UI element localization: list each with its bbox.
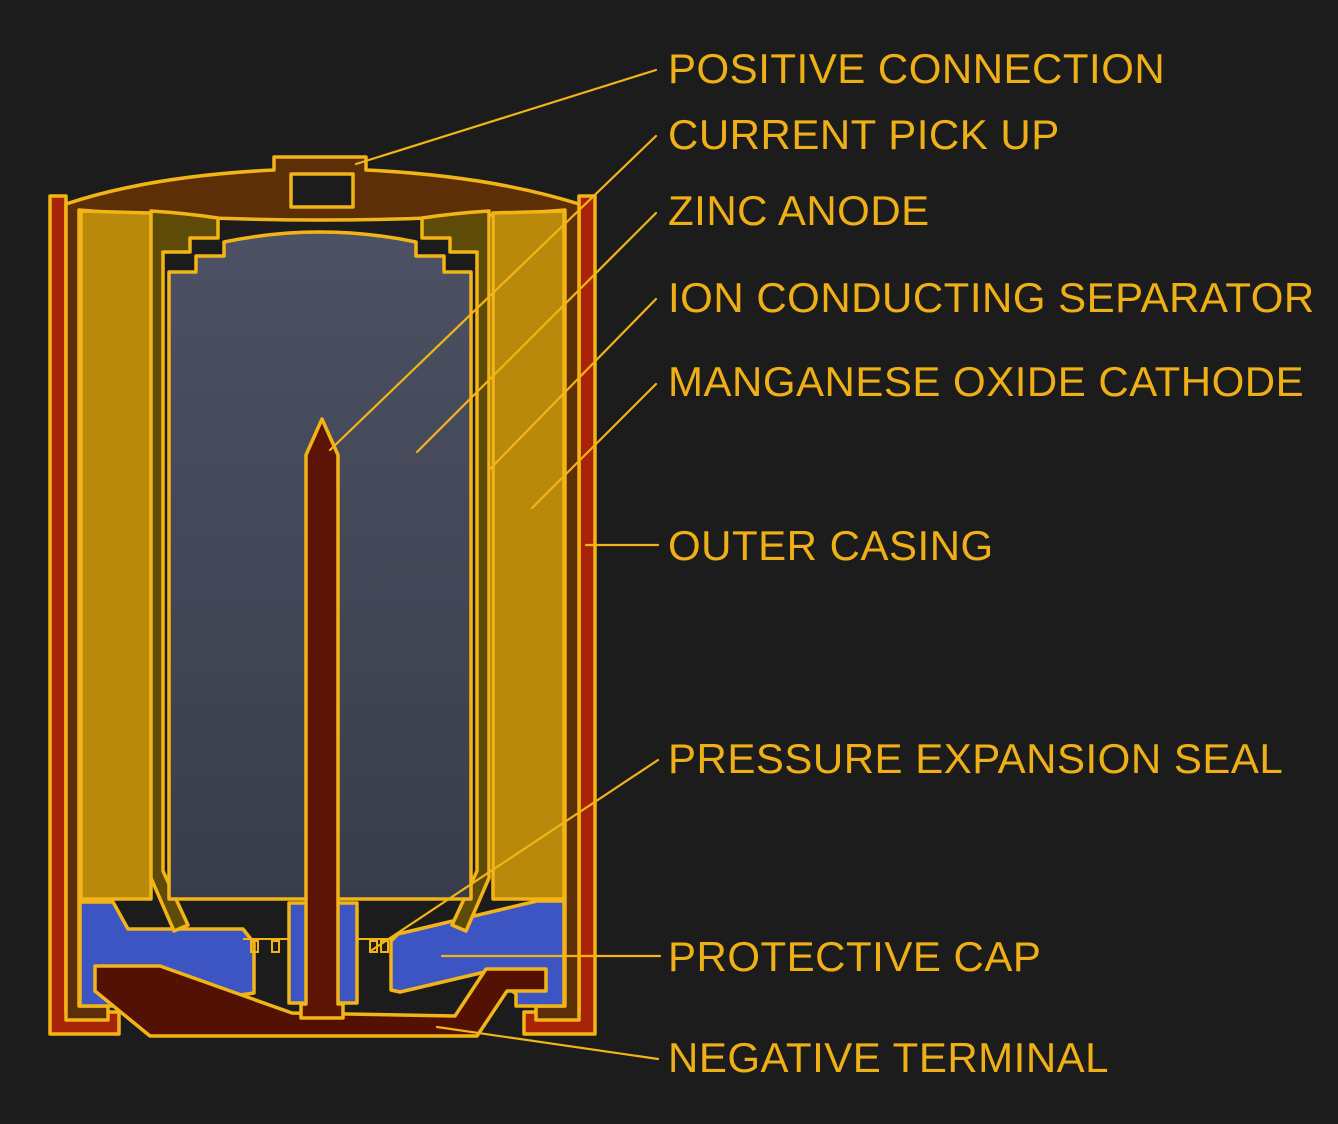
leader-zinc-anode bbox=[415, 211, 658, 454]
vent-tab bbox=[271, 940, 280, 953]
label-negative-terminal: NEGATIVE TERMINAL bbox=[668, 1034, 1109, 1081]
leader-manganese-oxide-cathode bbox=[530, 382, 658, 510]
label-zinc-anode: ZINC ANODE bbox=[668, 187, 930, 234]
leader-current-pick-up bbox=[328, 134, 658, 452]
leader-ion-conducting-separator bbox=[487, 297, 658, 472]
negative-terminal-shape bbox=[93, 964, 548, 1038]
leader-negative-terminal bbox=[435, 1025, 660, 1061]
positive-button-recess bbox=[289, 172, 355, 209]
label-positive-connection: POSITIVE CONNECTION bbox=[668, 45, 1165, 92]
label-manganese-oxide-cathode: MANGANESE OXIDE CATHODE bbox=[668, 358, 1304, 405]
vent-tab bbox=[250, 940, 259, 953]
label-current-pick-up: CURRENT PICK UP bbox=[668, 111, 1060, 158]
label-protective-cap: PROTECTIVE CAP bbox=[668, 933, 1041, 980]
label-outer-casing: OUTER CASING bbox=[668, 522, 994, 569]
leader-pressure-expansion-seal bbox=[370, 758, 660, 952]
cap-column-right bbox=[335, 901, 359, 1005]
separator-right-shape bbox=[420, 209, 491, 933]
separator-left-shape bbox=[149, 209, 220, 933]
cathode-right-shape bbox=[491, 209, 566, 901]
label-pressure-expansion-seal: PRESSURE EXPANSION SEAL bbox=[668, 735, 1283, 782]
label-ion-conducting-separator: ION CONDUCTING SEPARATOR bbox=[668, 274, 1315, 321]
current-pick-up-rod-shape bbox=[299, 417, 345, 1020]
cathode-left-shape bbox=[79, 209, 153, 901]
leader-positive-connection bbox=[354, 68, 658, 166]
